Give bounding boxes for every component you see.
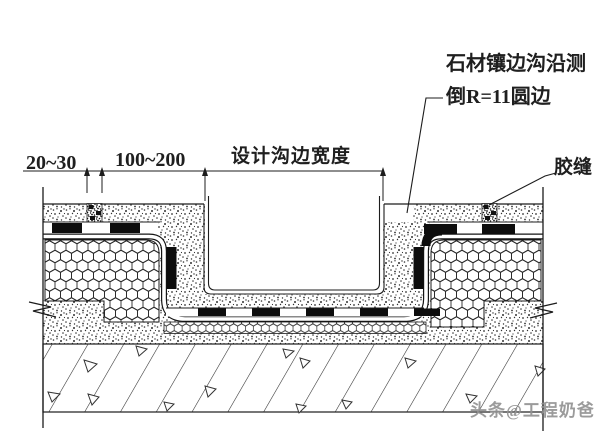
callout-stone-edging-line2: 倒R=11圆边 xyxy=(446,86,551,108)
channel-cavity xyxy=(203,196,385,295)
break-mark-left xyxy=(28,301,57,318)
section-edges xyxy=(28,187,558,431)
leader-stone-edging xyxy=(406,97,443,214)
concrete-slab-layer xyxy=(42,343,546,414)
callout-stone-edging-line1: 石材镶边沟沿测 xyxy=(446,53,586,75)
callout-glue-seam: 胶缝 xyxy=(554,157,593,178)
dimension-ticks xyxy=(84,167,386,176)
adhesive-dabs xyxy=(52,223,515,289)
aggregate-triangles xyxy=(47,345,546,414)
glue-seam-blocks xyxy=(86,203,498,223)
leader-lines xyxy=(406,97,557,214)
dimension-label-channel-width: 设计沟边宽度 xyxy=(231,146,352,167)
dimension-line xyxy=(23,167,386,201)
break-mark-right xyxy=(529,302,558,319)
leader-glue-seam xyxy=(488,172,557,206)
watermark: 头条@工程奶爸 xyxy=(470,401,595,420)
dimension-label-edge-gap: 20~30 xyxy=(26,152,77,174)
adhesive-dab-band xyxy=(166,307,440,317)
dimension-label-edging-stone: 100~200 xyxy=(115,149,186,171)
